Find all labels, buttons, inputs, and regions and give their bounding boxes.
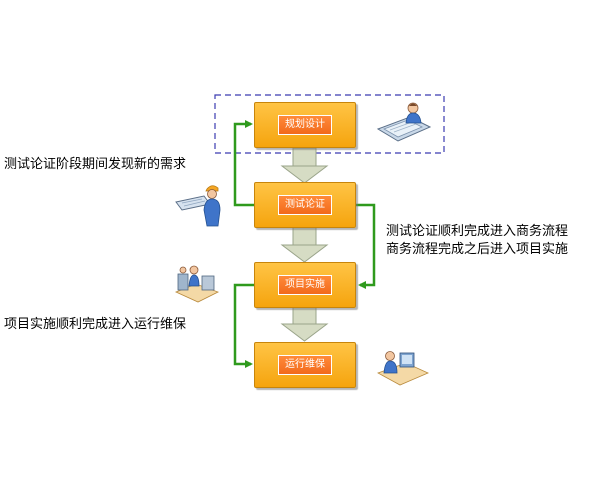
note-test-requirement: 测试论证阶段期间发现新的需求 [4,157,187,172]
down-arrow-plan-to-test [280,147,329,184]
down-arrow-impl-to-ops [280,305,329,342]
stage-impl: 项目实施 [254,262,356,308]
note-test-to-business-line2: 商务流程完成之后进入项目实施 [386,242,569,257]
stage-ops-label: 运行维保 [278,355,332,375]
down-arrow-test-to-impl [280,226,329,263]
operator-at-computer-icon [377,351,429,386]
note-test-to-business-line1: 测试论证顺利完成进入商务流程 [386,224,569,239]
loop-arrow-test-to-impl [356,203,376,289]
workers-at-machine-icon [174,265,220,303]
stage-plan-label: 规划设计 [278,115,332,135]
stage-impl-label: 项目实施 [278,275,332,295]
note-impl-to-ops: 项目实施顺利完成进入运行维保 [4,317,187,332]
planning-frame [214,94,445,154]
stage-test-label: 测试论证 [278,195,332,215]
stage-plan: 规划设计 [254,102,356,148]
stage-ops: 运行维保 [254,342,356,388]
engineer-with-blueprint-icon [175,185,221,227]
loop-arrow-impl-to-ops [233,283,254,368]
loop-arrow-test-to-plan [233,120,254,207]
stage-test: 测试论证 [254,182,356,228]
planner-at-desk-icon [376,102,432,142]
